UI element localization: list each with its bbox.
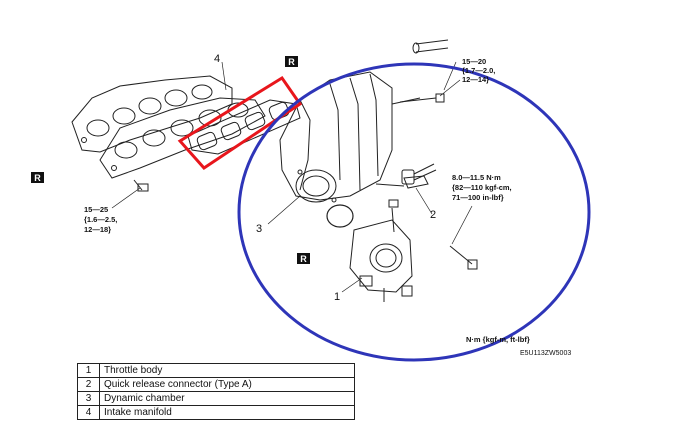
units-label: N·m {kgf-m, ft-lbf} — [466, 335, 530, 344]
label-dynamic-chamber: 3 — [256, 223, 262, 235]
legend-name: Intake manifold — [99, 405, 355, 420]
intake-manifold-drawing — [71, 75, 266, 192]
legend-name: Throttle body — [99, 363, 355, 378]
parts-legend-table: 1 Throttle body 2 Quick release connecto… — [77, 363, 355, 420]
torque-spec-top-right: 15—20 {1.7—2.0, 12—14} — [462, 57, 495, 84]
torque-top-right-line2: {1.7—2.0, — [462, 66, 495, 75]
chamber-highlight-circle — [237, 62, 591, 362]
legend-row: 3 Dynamic chamber — [77, 391, 355, 406]
legend-row: 4 Intake manifold — [77, 405, 355, 420]
torque-middle-right-line3: 71—100 in-lbf} — [452, 193, 504, 202]
gasket-highlight-box — [177, 75, 303, 170]
chamber-gasket — [326, 204, 354, 228]
label-throttle-body: 1 — [334, 291, 340, 303]
bolts — [388, 93, 478, 270]
torque-top-right-line3: 12—14} — [462, 75, 489, 84]
torque-middle-right-line1: 8.0—11.5 N·m — [452, 173, 501, 182]
legend-name: Quick release connector (Type A) — [99, 377, 355, 392]
torque-middle-right-line2: {82—110 kgf-cm, — [452, 183, 512, 192]
torque-bottom-left-line1: 15—25 — [84, 205, 108, 214]
figure-code: E5U113ZW5003 — [520, 350, 571, 357]
label-intake-manifold: 4 — [214, 53, 220, 65]
dynamic-chamber-drawing — [279, 71, 429, 203]
torque-top-right-line1: 15—20 — [462, 57, 486, 66]
legend-number: 2 — [77, 377, 100, 392]
r-mark-bottom-label: R — [300, 254, 307, 264]
legend-number: 1 — [77, 363, 100, 378]
legend-row: 2 Quick release connector (Type A) — [77, 377, 355, 392]
torque-bottom-left-line3: 12—18} — [84, 225, 111, 234]
r-mark-top: R — [285, 56, 298, 67]
torque-spec-middle-right: 8.0—11.5 N·m {82—110 kgf-cm, 71—100 in-l… — [452, 173, 512, 202]
quick-release-connector-drawing — [401, 163, 437, 185]
legend-number: 4 — [77, 405, 100, 420]
throttle-body-drawing — [349, 219, 413, 302]
legend-name: Dynamic chamber — [99, 391, 355, 406]
legend-row: 1 Throttle body — [77, 363, 355, 378]
r-mark-left: R — [31, 172, 44, 183]
torque-spec-bottom-left: 15—25 {1.6—2.5, 12—18} — [84, 205, 117, 234]
leader-lines — [111, 61, 473, 293]
torque-bottom-left-line2: {1.6—2.5, — [84, 215, 117, 224]
r-mark-top-label: R — [288, 57, 295, 67]
label-quick-release-connector: 2 — [430, 209, 436, 221]
top-hose-drawing — [412, 39, 449, 54]
r-mark-left-label: R — [34, 173, 41, 183]
legend-number: 3 — [77, 391, 100, 406]
r-mark-bottom: R — [297, 253, 310, 264]
